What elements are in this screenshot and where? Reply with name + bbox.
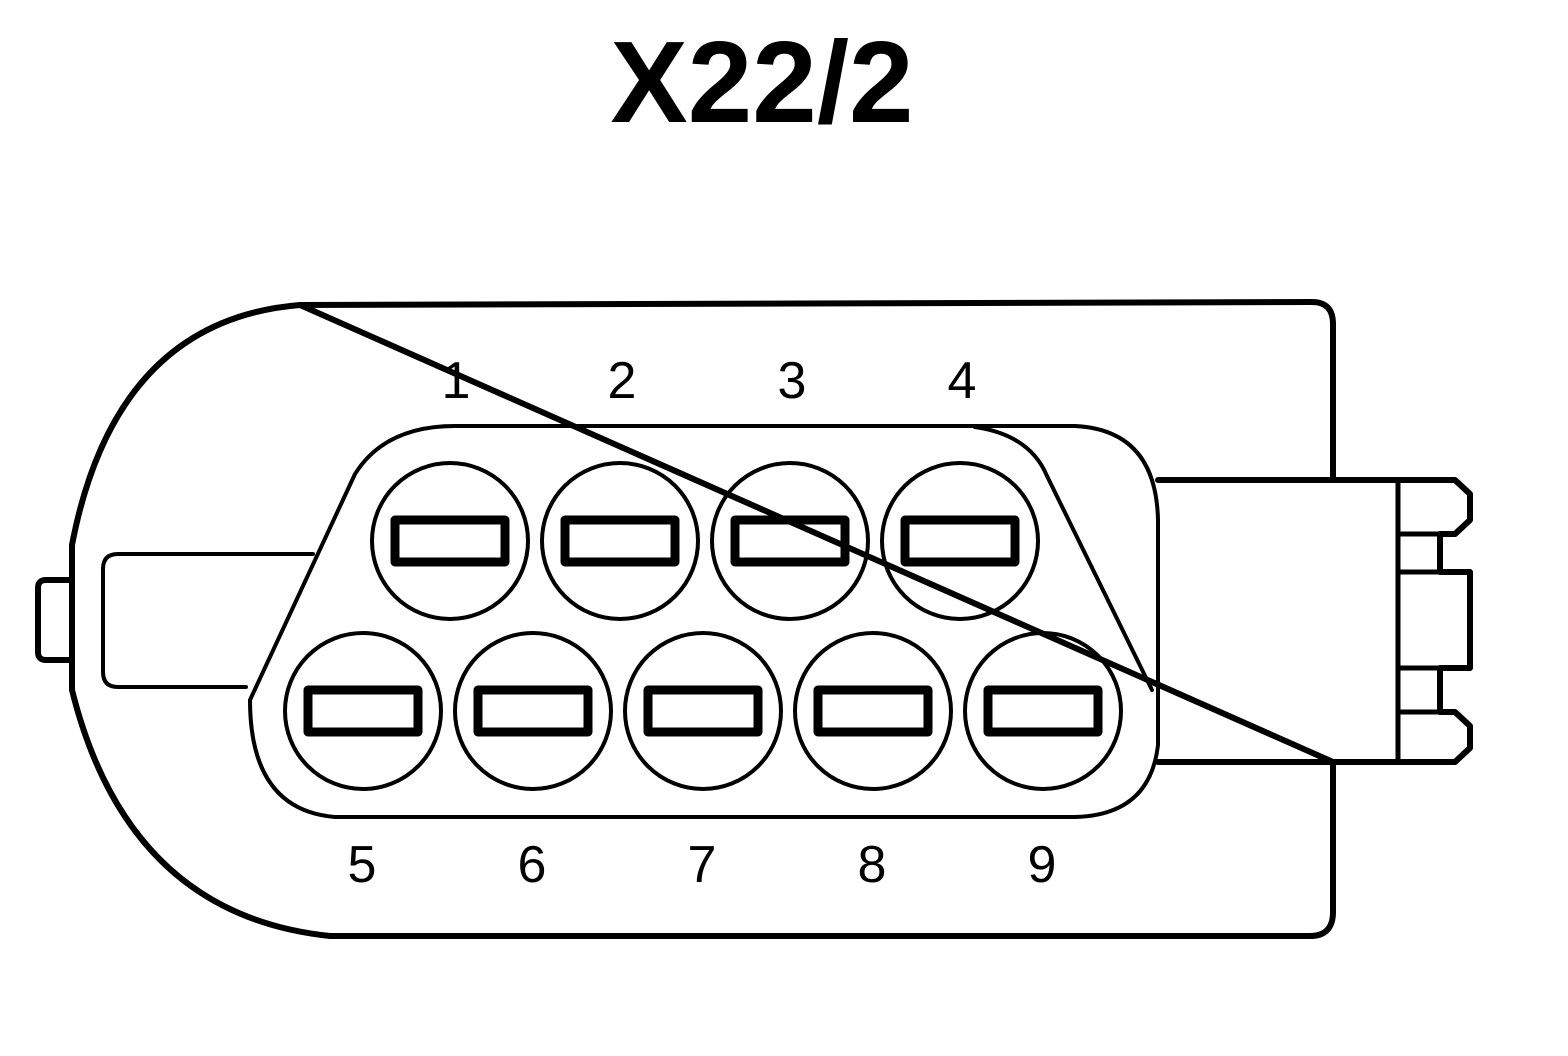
pin-insert-outer <box>248 424 1160 819</box>
pin-cavity-outline <box>283 631 443 791</box>
pin-cavity-outline <box>540 461 700 621</box>
pin-cavity-4: 4 <box>880 352 1040 621</box>
pin-cavity-7: 7 <box>623 631 783 894</box>
pin-contact-slot <box>730 515 850 567</box>
pin-contact-slot <box>390 515 510 567</box>
pin-cavity-8: 8 <box>793 631 953 894</box>
inner-slot <box>101 552 315 689</box>
pin-cavity-3: 3 <box>710 352 870 621</box>
pin-cavity-outline <box>370 461 530 621</box>
pin-cavity-1: 1 <box>370 352 530 621</box>
pin-label-9: 9 <box>1028 836 1057 894</box>
pin-label-7: 7 <box>688 836 717 894</box>
pin-cavity-9: 9 <box>963 631 1123 894</box>
pin-cavity-2: 2 <box>540 352 700 621</box>
pin-insert-chamfer <box>973 425 1154 692</box>
pin-contact-slot <box>473 685 593 737</box>
right-lock-shell <box>1155 477 1473 765</box>
pin-contact-slot <box>813 685 933 737</box>
pin-label-8: 8 <box>858 836 887 894</box>
pin-contact-slot <box>983 685 1103 737</box>
pin-cavity-outline <box>880 461 1040 621</box>
pin-row-top: 1 2 3 4 <box>370 352 1040 621</box>
pin-label-2: 2 <box>608 352 637 410</box>
pin-label-3: 3 <box>778 352 807 410</box>
connector-title: X22/2 <box>610 17 913 147</box>
pin-label-1: 1 <box>442 352 471 410</box>
pin-cavity-outline <box>623 631 783 791</box>
pin-contact-slot <box>900 515 1020 567</box>
pin-label-5: 5 <box>348 836 377 894</box>
pin-cavity-outline <box>793 631 953 791</box>
pin-contact-slot <box>303 685 423 737</box>
connector-housing <box>69 299 1336 939</box>
pin-cavity-outline <box>963 631 1123 791</box>
pin-label-4: 4 <box>948 352 977 410</box>
pin-cavity-outline <box>453 631 613 791</box>
pin-contact-slot <box>560 515 680 567</box>
pin-cavity-outline <box>710 461 870 621</box>
pin-contact-slot <box>643 685 763 737</box>
left-latch-tab <box>35 577 75 663</box>
pin-cavity-5: 5 <box>283 631 443 894</box>
pin-label-6: 6 <box>518 836 547 894</box>
pin-cavity-6: 6 <box>453 631 613 894</box>
pin-row-bottom: 5 6 7 8 9 <box>283 631 1123 894</box>
